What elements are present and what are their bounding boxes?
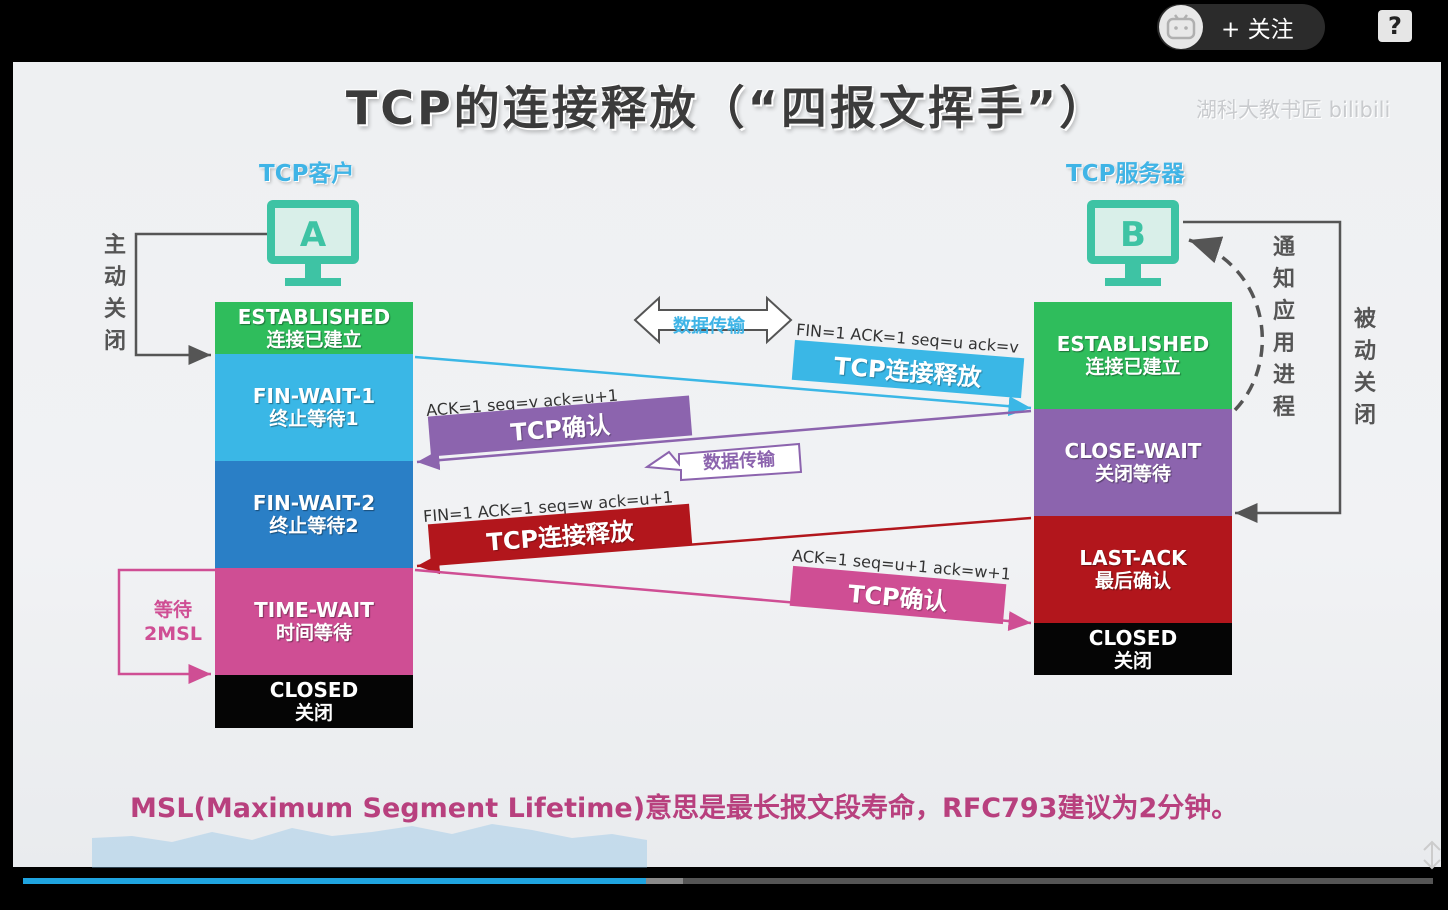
video-frame[interactable]: TCP的连接释放（“四报文挥手”） 湖科大教书匠 bilibili TCP客户 … [13,62,1441,867]
state-cn: 最后确认 [1094,570,1171,592]
client-state-established: ESTABLISHED 连接已建立 [215,302,413,354]
state-cn: 连接已建立 [266,328,362,351]
server-state-close-wait: CLOSE-WAIT 关闭等待 [1034,409,1232,516]
state-en: CLOSE-WAIT [1064,439,1202,463]
server-state-established: ESTABLISHED 连接已建立 [1034,302,1232,409]
player-top-bar: + 关注 ? [0,0,1448,60]
state-cn: 关闭 [294,702,333,724]
player-bottom-bar [0,886,1448,910]
bilibili-tv-icon [1166,14,1196,40]
help-button[interactable]: ? [1378,10,1412,42]
state-en: FIN-WAIT-2 [252,491,376,515]
expand-icon[interactable] [1420,840,1444,870]
state-cn: 关闭 [1113,649,1152,672]
state-en: ESTABLISHED [1056,332,1210,356]
uploader-avatar[interactable] [1159,5,1203,49]
state-cn: 时间等待 [275,622,352,644]
active-close-label: 主动关闭 [103,233,126,354]
follow-label: + 关注 [1221,17,1294,43]
client-state-time-wait: TIME-WAIT 时间等待 [215,568,413,675]
svg-text:B: B [1120,215,1146,255]
wait-label-line2: 2MSL [144,623,202,645]
passive-close-label: 被动关闭 [1353,307,1376,428]
state-cn: 终止等待2 [269,515,359,537]
progress-played[interactable] [23,878,646,884]
state-cn: 连接已建立 [1085,356,1181,378]
state-en: CLOSED [269,678,359,702]
msl-note: MSL(Maximum Segment Lifetime)意思是最长报文段寿命，… [130,793,1239,824]
state-en: LAST-ACK [1079,546,1187,570]
state-en: FIN-WAIT-1 [252,384,376,408]
client-state-closed: CLOSED 关闭 [215,675,413,728]
follow-button[interactable]: + 关注 [1157,4,1325,50]
server-state-last-ack: LAST-ACK 最后确认 [1034,516,1232,623]
progress-track[interactable] [23,878,1433,884]
server-label: TCP服务器 [1066,161,1185,187]
client-state-fin-wait-2: FIN-WAIT-2 终止等待2 [215,461,413,568]
state-cn: 终止等待1 [269,408,359,430]
state-en: CLOSED [1088,625,1178,650]
client-label: TCP客户 [259,161,355,187]
diagram-lines: A B [117,200,1342,684]
progress-heatmap [92,824,647,868]
wait-2msl-label: 等待 2MSL [137,598,209,646]
computer-a-icon: A [267,200,359,286]
slide-title: TCP的连接释放（“四报文挥手”） [345,81,1109,135]
watermark: 湖科大教书匠 bilibili [1196,98,1391,122]
state-en: ESTABLISHED [237,304,391,329]
svg-text:A: A [300,215,327,255]
server-state-closed: CLOSED 关闭 [1034,623,1232,675]
state-cn: 关闭等待 [1094,463,1171,485]
message-2-label: TCP确认 [509,410,611,447]
computer-b-icon: B [1087,200,1179,286]
notify-app-label: 通知应用进程 [1272,235,1295,420]
state-en: TIME-WAIT [254,598,374,622]
message-4-label: TCP确认 [846,579,949,616]
wait-label-line1: 等待 [153,599,192,621]
client-state-fin-wait-1: FIN-WAIT-1 终止等待1 [215,354,413,461]
help-icon: ? [1388,12,1402,40]
data-transfer-label-top: 数据传输 [673,316,745,337]
data-transfer-label-bottom: 数据传输 [702,449,776,474]
